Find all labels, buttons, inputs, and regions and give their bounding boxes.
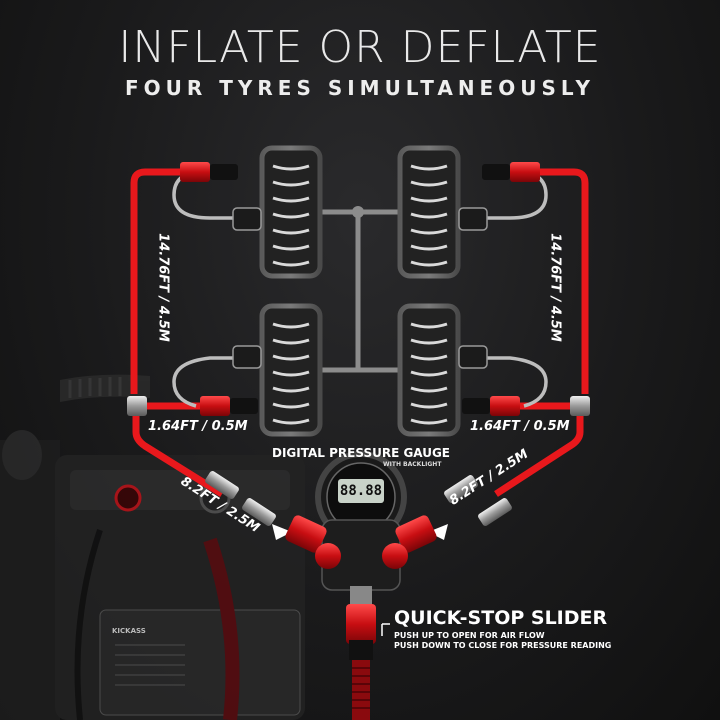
compressor-brand-logo: KICKASS [112,627,146,635]
hose-length-label-left-short: 1.64FT / 0.5M [148,419,248,434]
tee-connectors [127,396,590,416]
quick-stop-instruction-close: PUSH DOWN TO CLOSE FOR PRESSURE READING [394,641,612,650]
silver-couplers [205,471,512,526]
quick-stop-instruction-open: PUSH UP TO OPEN FOR AIR FLOW [394,631,545,640]
gauge-lcd-display: 88.88 [338,479,384,503]
hose-right-long [538,168,589,394]
compressor-illustration [0,374,305,720]
red-fittings [180,162,540,416]
tyre-front-right [397,145,461,279]
page-title: INFLATE OR DEFLATE [118,22,602,73]
quick-stop-title: QUICK-STOP SLIDER [394,607,608,629]
tyre-front-left [259,145,323,279]
flow-arrows [272,524,448,540]
valve-chucks [232,207,488,369]
hose-length-label-right-short: 1.64FT / 0.5M [470,419,570,434]
gauge-subtitle: WITH BACKLIGHT [383,461,442,468]
hose-right-mid [494,412,584,497]
gauge-title: DIGITAL PRESSURE GAUGE [272,446,451,460]
vehicle-chassis [320,209,400,373]
page-subtitle: FOUR TYRES SIMULTANEOUSLY [125,76,595,100]
hose-left-mid [132,412,224,497]
hose-length-label-left-long: 14.76FT / 4.5M [155,233,171,342]
hose-left-long [130,168,182,394]
tyre-rear-left [259,303,323,437]
tyre-rear-right [397,303,461,437]
hose-length-label-right-long: 14.76FT / 4.5M [547,233,563,342]
